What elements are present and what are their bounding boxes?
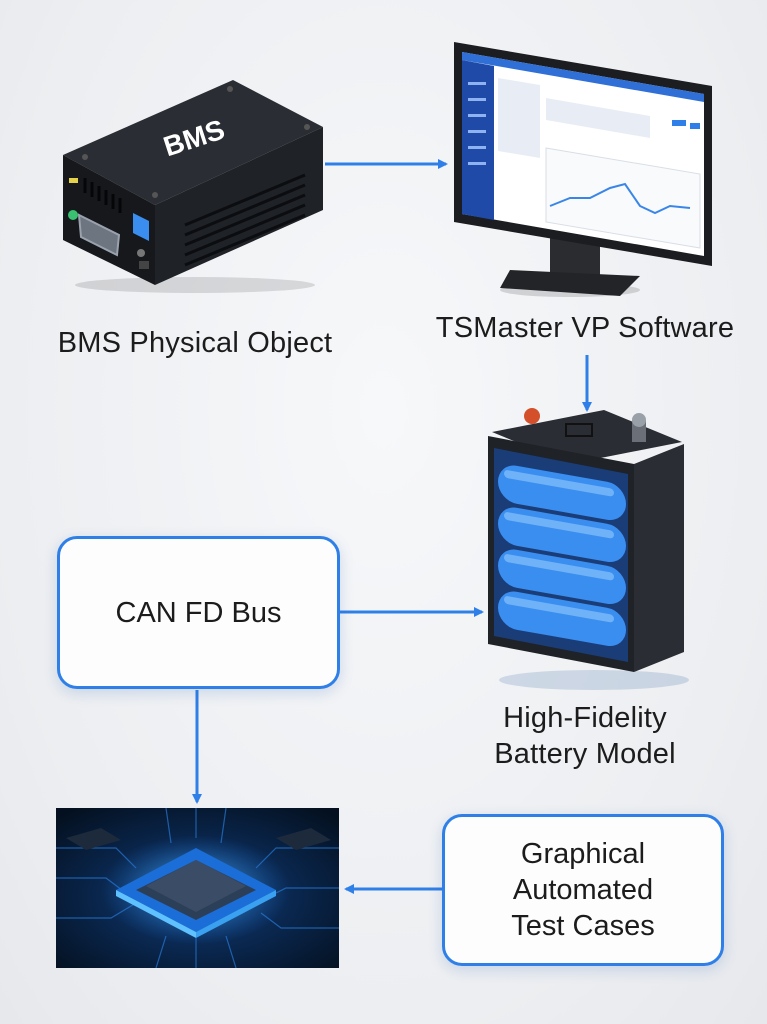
test-cases-box: Graphical Automated Test Cases [442,814,724,966]
bms-device-icon: BMS [63,80,323,293]
canfd-bus-box: CAN FD Bus [57,536,340,689]
battery-caption-line2: Battery Model [494,738,676,770]
battery-pack-icon [488,408,689,690]
battery-caption: High-Fidelity Battery Model [440,700,730,772]
test-cases-line2: Automated [512,874,654,906]
processor-chip-icon [56,808,339,968]
test-cases-line3: Test Cases [511,910,655,942]
battery-caption-line1: High-Fidelity [503,702,667,734]
canfd-bus-label: CAN FD Bus [115,596,282,629]
bms-caption: BMS Physical Object [57,327,333,359]
test-cases-line1: Graphical [520,838,646,870]
tsmaster-caption: TSMaster VP Software [435,312,735,344]
monitor-icon [454,42,712,297]
